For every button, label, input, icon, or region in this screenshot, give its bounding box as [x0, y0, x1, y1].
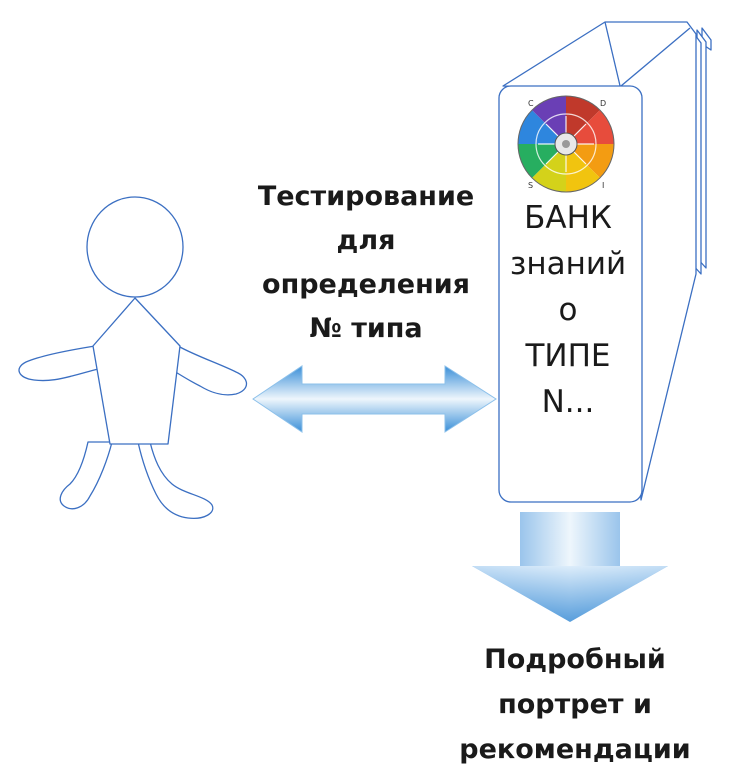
result-label: Подробный портрет и рекомендации — [440, 637, 710, 772]
book-text-line: БАНК — [524, 200, 612, 236]
book-text-line: ТИПЕ — [525, 338, 611, 374]
book-front-cover — [498, 85, 643, 503]
wheel-letter-d: D — [600, 99, 606, 108]
person-left-leg — [59, 441, 113, 510]
result-label-line: Подробный — [484, 644, 666, 675]
person-left-arm — [18, 345, 99, 382]
person-head — [86, 196, 184, 298]
testing-label: Тестирование для определения № типа — [248, 175, 484, 351]
wheel-letter-c: C — [528, 99, 534, 108]
book-text-line: N... — [541, 384, 595, 420]
book-text-line: знаний — [509, 246, 627, 282]
testing-label-line: № типа — [309, 313, 423, 344]
person-right-arm — [173, 345, 248, 396]
person-figure-icon — [18, 196, 248, 519]
result-label-line: портрет и — [498, 689, 652, 720]
book-cover-text: БАНК знаний о ТИПЕ N... — [506, 195, 630, 425]
double-arrow-icon — [252, 365, 497, 433]
testing-label-line: Тестирование — [257, 181, 475, 212]
result-label-line: рекомендации — [459, 734, 691, 765]
wheel-letter-s: S — [528, 181, 533, 190]
color-wheel-icon: C D S I — [517, 95, 615, 193]
testing-label-line: для — [336, 225, 396, 256]
person-body — [92, 297, 181, 445]
book-text-line: о — [558, 292, 578, 328]
person-right-leg — [137, 441, 214, 519]
book-stack-icon — [498, 21, 712, 503]
wheel-letter-i: I — [602, 181, 604, 190]
testing-label-line: определения — [262, 269, 470, 300]
down-arrow-head-shade — [472, 566, 668, 622]
